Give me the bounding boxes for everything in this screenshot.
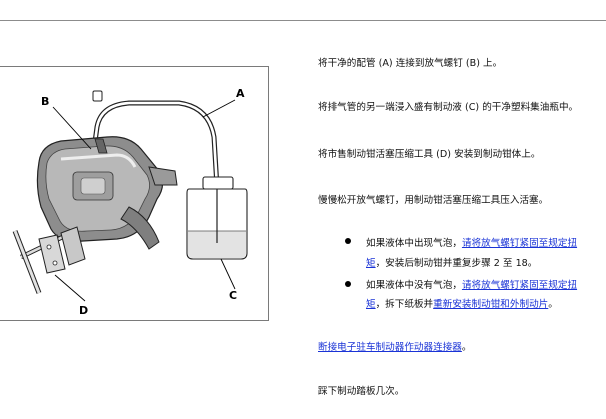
step-loosen-screw: 慢慢松开放气螺钉，用制动钳活塞压缩工具压入活塞。 bbox=[318, 195, 549, 206]
step-immerse-tube: 将排气管的另一端浸入盛有制动液 (C) 的干净塑料集油瓶中。 bbox=[318, 102, 579, 113]
brake-caliper-illustration: B A C D bbox=[0, 66, 269, 321]
caliper-diagram: B A C D bbox=[12, 87, 248, 317]
callout-d: D bbox=[79, 304, 88, 317]
callout-c: C bbox=[229, 289, 237, 302]
torque-spec-link-2[interactable]: 请将放气螺钉紧固至规定扭 bbox=[461, 280, 578, 291]
bullet-dot bbox=[345, 238, 351, 244]
bullet-bubbles-line-2: 矩，安装后制动钳并重复步骤 2 至 18。 bbox=[366, 258, 537, 270]
torque-spec-link-cont[interactable]: 矩 bbox=[366, 258, 376, 269]
step-disconnect-actuator: 断接电子驻车制动器作动器连接器。 bbox=[318, 342, 472, 354]
step-disconnect-end: 。 bbox=[461, 342, 472, 353]
torque-spec-link[interactable]: 请将放气螺钉紧固至规定扭 bbox=[461, 238, 578, 249]
torque-spec-link-2-cont[interactable]: 矩 bbox=[366, 299, 376, 310]
step-connect-tube: 将干净的配管 (A) 连接到放气螺钉 (B) 上。 bbox=[318, 58, 503, 69]
bullet-dot bbox=[345, 281, 351, 287]
bullet-bubbles-line-1: 如果液体中出现气泡，请将放气螺钉紧固至规定扭 bbox=[366, 238, 577, 250]
disconnect-epb-connector-link[interactable]: 断接电子驻车制动器作动器连接器 bbox=[318, 342, 462, 353]
callout-b: B bbox=[41, 95, 49, 108]
callout-a: A bbox=[236, 87, 245, 100]
reinstall-caliper-link[interactable]: 重新安装制动钳和外制动片 bbox=[433, 299, 549, 310]
bullet-no-bubbles-prefix: 如果液体中没有气泡， bbox=[366, 280, 462, 291]
bullet-no-bubbles-line-2: 矩，拆下纸板并重新安装制动钳和外制动片。 bbox=[366, 299, 558, 311]
bleed-screw-cap bbox=[92, 90, 103, 102]
fluid-collection-bottle bbox=[186, 176, 248, 260]
bullet-no-bubbles-line-1: 如果液体中没有气泡，请将放气螺钉紧固至规定扭 bbox=[366, 280, 577, 292]
bullet-no-bubbles-mid: ，拆下纸板并 bbox=[375, 299, 434, 310]
bullet-no-bubbles-end: 。 bbox=[548, 299, 558, 310]
top-divider bbox=[0, 20, 606, 21]
bullet-bubbles-rest: ，安装后制动钳并重复步骤 2 至 18。 bbox=[375, 258, 538, 269]
piston-compression-tool bbox=[12, 226, 86, 294]
caliper-body bbox=[36, 136, 178, 250]
step-press-pedal: 踩下制动踏板几次。 bbox=[318, 386, 405, 397]
bullet-bubbles-prefix: 如果液体中出现气泡， bbox=[366, 238, 462, 249]
step-install-tool: 将市售制动钳活塞压缩工具 (D) 安装到制动钳体上。 bbox=[318, 149, 541, 160]
